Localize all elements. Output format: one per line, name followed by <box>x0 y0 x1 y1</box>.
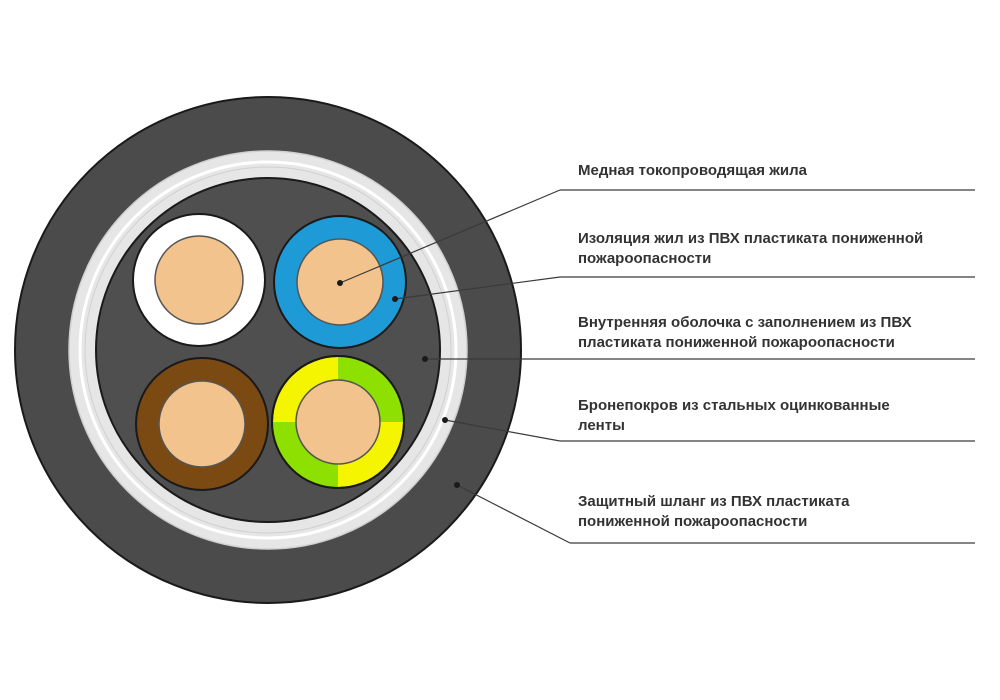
label-inner-sheath: Внутренняя оболочка с заполнением из ПВХ… <box>578 314 916 351</box>
leader-insulation <box>392 276 975 302</box>
leader-armor <box>442 417 975 442</box>
label-outer-sheath: Защитный шланг из ПВХ пластиката понижен… <box>578 493 854 530</box>
core-yg-conductor <box>295 379 381 465</box>
leader-outer-sheath <box>454 482 975 544</box>
label-conductor: Медная токопроводящая жила <box>578 162 808 179</box>
core-yellow-green <box>271 355 405 489</box>
leader-conductor <box>337 189 975 286</box>
core-brown-conductor <box>158 380 246 468</box>
leader-inner-sheath <box>422 356 975 362</box>
label-armor: Бронепокров из стальных оцинкованные лен… <box>578 397 894 434</box>
armor-tape-edge <box>84 166 452 534</box>
inner-sheath <box>95 177 441 523</box>
armor-tape-line <box>78 160 458 540</box>
core-white-conductor <box>154 235 244 325</box>
core-yg-outline <box>271 355 405 489</box>
core-white <box>132 213 266 347</box>
label-insulation: Изоляция жил из ПВХ пластиката пониженно… <box>578 230 927 267</box>
core-brown <box>135 357 269 491</box>
